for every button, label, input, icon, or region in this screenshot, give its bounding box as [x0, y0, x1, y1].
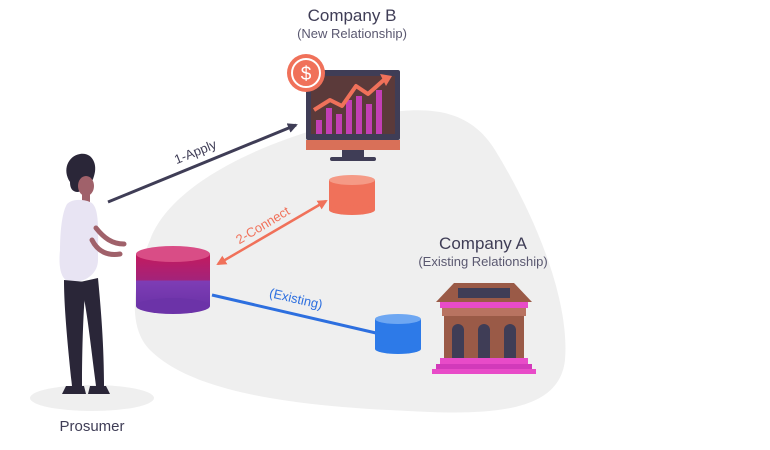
prosumer-shadow — [30, 385, 154, 411]
connect-arrow — [216, 199, 328, 266]
apply-arrow — [107, 123, 298, 204]
existing-line — [211, 293, 377, 335]
company-a-relationship: (Existing Relationship) — [418, 254, 548, 269]
company-b-relationship: (New Relationship) — [297, 26, 407, 41]
company-a-name: Company A — [439, 234, 527, 253]
bank-building-icon — [432, 283, 536, 374]
monitor-chart-icon — [306, 70, 400, 161]
prosumer-database — [136, 246, 210, 314]
dollar-badge-icon: $ — [287, 54, 325, 92]
woman-icon — [59, 153, 127, 394]
company-b-database — [329, 175, 375, 215]
dollar-symbol: $ — [301, 64, 312, 85]
company-b-name: Company B — [307, 6, 397, 25]
prosumer-name: Prosumer — [59, 418, 125, 435]
company-a-database — [375, 314, 421, 354]
apply-label: 1-Apply — [172, 136, 219, 167]
